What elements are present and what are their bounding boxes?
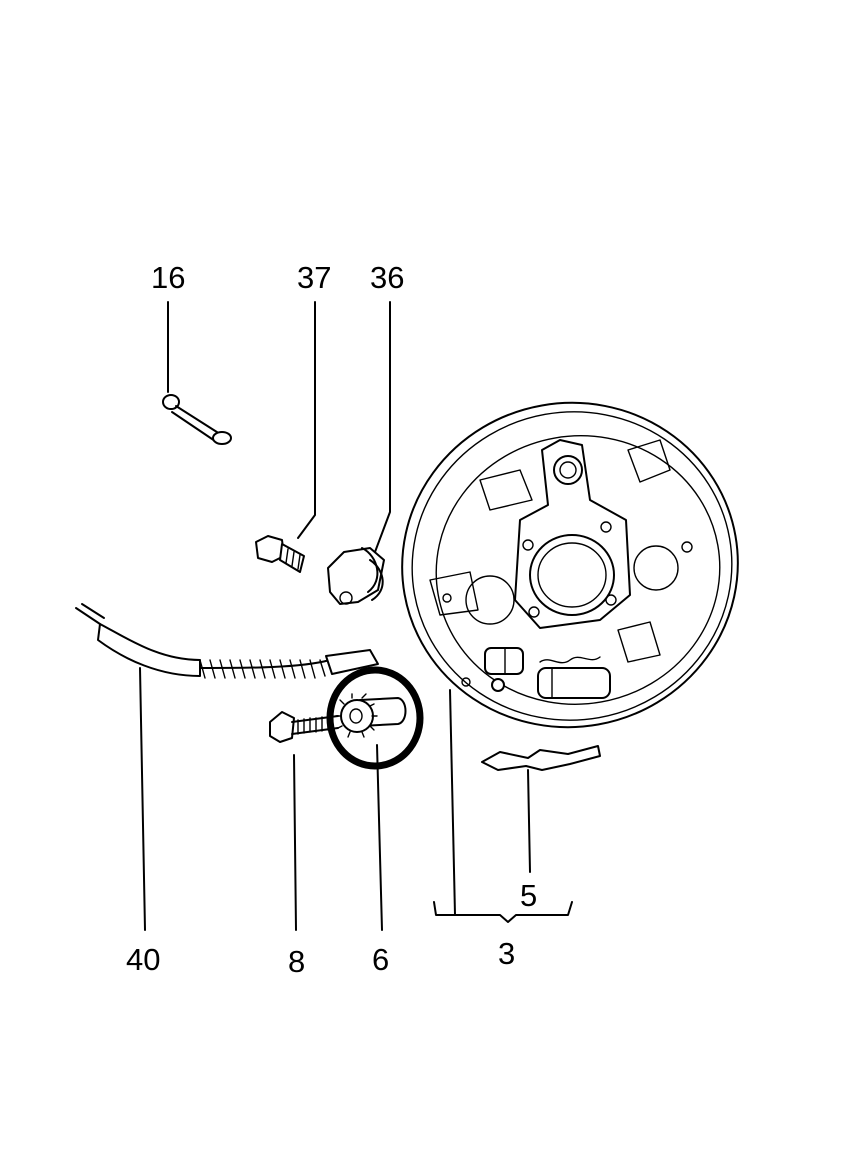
label-36: 36 (370, 260, 404, 295)
clip (327, 547, 385, 605)
handbrake-cable (75, 603, 379, 679)
adjuster-bolt (269, 711, 339, 743)
label-5: 5 (520, 878, 537, 913)
label-40: 40 (126, 942, 160, 977)
label-3: 3 (498, 936, 515, 971)
label-37: 37 (297, 260, 331, 295)
label-16: 16 (151, 260, 185, 295)
bolt (255, 535, 305, 573)
bracket-3 (433, 901, 573, 923)
leader-lines (139, 301, 573, 931)
label-8: 8 (288, 944, 305, 979)
adjuster-wheel (335, 693, 407, 738)
label-6: 6 (372, 942, 389, 977)
spring-plate (481, 745, 601, 771)
brake-backplate (401, 401, 739, 729)
split-pin (162, 394, 232, 445)
highlight-circle (326, 666, 424, 770)
